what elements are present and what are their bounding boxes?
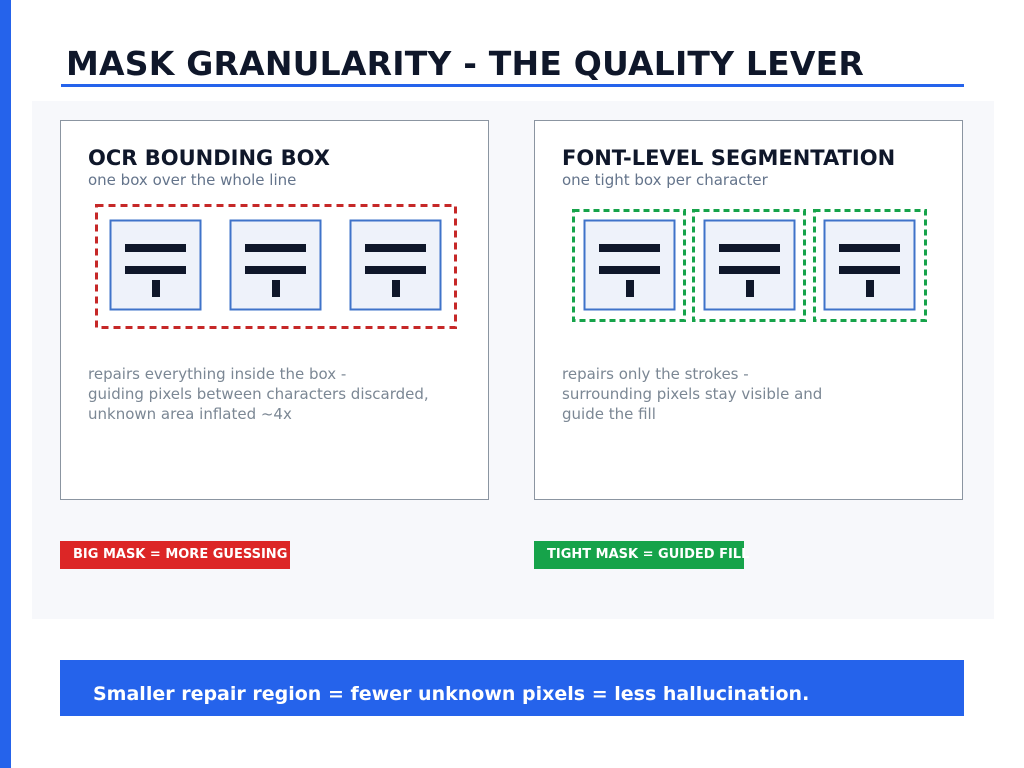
font-glyph-1	[583, 219, 676, 311]
font-char-mask-1	[572, 209, 686, 322]
glyph-stroke-stem	[626, 280, 634, 297]
glyph-stroke-top	[839, 244, 900, 252]
ocr-desc-line-3: unknown area inflated ~4x	[88, 405, 292, 423]
font-char-mask-3	[813, 209, 927, 322]
ocr-desc-line-1: repairs everything inside the box -	[88, 365, 347, 383]
glyph-box	[109, 219, 202, 311]
ocr-desc-line-2: guiding pixels between characters discar…	[88, 385, 429, 403]
glyph-stroke-stem	[392, 280, 400, 297]
font-card-title: FONT-LEVEL SEGMENTATION	[562, 146, 896, 170]
ocr-glyph-1	[109, 219, 202, 311]
glyph-stroke-stem	[272, 280, 280, 297]
glyph-stroke-stem	[866, 280, 874, 297]
font-desc-line-1: repairs only the strokes -	[562, 365, 749, 383]
font-desc-line-3: guide the fill	[562, 405, 656, 423]
title-underline	[61, 84, 964, 87]
glyph-stroke-middle	[245, 266, 306, 274]
font-glyph-3	[823, 219, 916, 311]
glyph-stroke-top	[719, 244, 780, 252]
ocr-bounding-box-card: OCR BOUNDING BOX one box over the whole …	[60, 120, 489, 500]
big-mask-badge: BIG MASK = MORE GUESSING	[60, 541, 290, 569]
glyph-stroke-stem	[746, 280, 754, 297]
glyph-stroke-stem	[152, 280, 160, 297]
glyph-stroke-middle	[719, 266, 780, 274]
glyph-stroke-top	[125, 244, 186, 252]
glyph-stroke-middle	[599, 266, 660, 274]
font-char-mask-2	[692, 209, 806, 322]
tight-mask-badge: TIGHT MASK = GUIDED FILL	[534, 541, 749, 569]
font-level-segmentation-card: FONT-LEVEL SEGMENTATION one tight box pe…	[534, 120, 963, 500]
footer-text: Smaller repair region = fewer unknown pi…	[93, 683, 810, 705]
page-title: MASK GRANULARITY - THE QUALITY LEVER	[66, 44, 864, 83]
ocr-line-mask	[95, 204, 457, 329]
glyph-stroke-middle	[125, 266, 186, 274]
glyph-stroke-top	[245, 244, 306, 252]
ocr-glyph-3	[349, 219, 442, 311]
ocr-card-description: repairs everything inside the box - guid…	[88, 364, 429, 424]
glyph-stroke-middle	[365, 266, 426, 274]
ocr-card-title: OCR BOUNDING BOX	[88, 146, 330, 170]
font-glyph-2	[703, 219, 796, 311]
glyph-stroke-top	[365, 244, 426, 252]
font-desc-line-2: surrounding pixels stay visible and	[562, 385, 823, 403]
glyph-stroke-middle	[839, 266, 900, 274]
glyph-stroke-top	[599, 244, 660, 252]
font-card-subtitle: one tight box per character	[562, 171, 768, 189]
left-accent-bar	[0, 0, 11, 768]
footer-banner: Smaller repair region = fewer unknown pi…	[60, 660, 964, 716]
ocr-mask-diagram	[95, 204, 457, 329]
ocr-card-subtitle: one box over the whole line	[88, 171, 297, 189]
font-mask-diagram	[572, 209, 927, 322]
font-card-description: repairs only the strokes - surrounding p…	[562, 364, 822, 424]
ocr-glyph-2	[229, 219, 322, 311]
